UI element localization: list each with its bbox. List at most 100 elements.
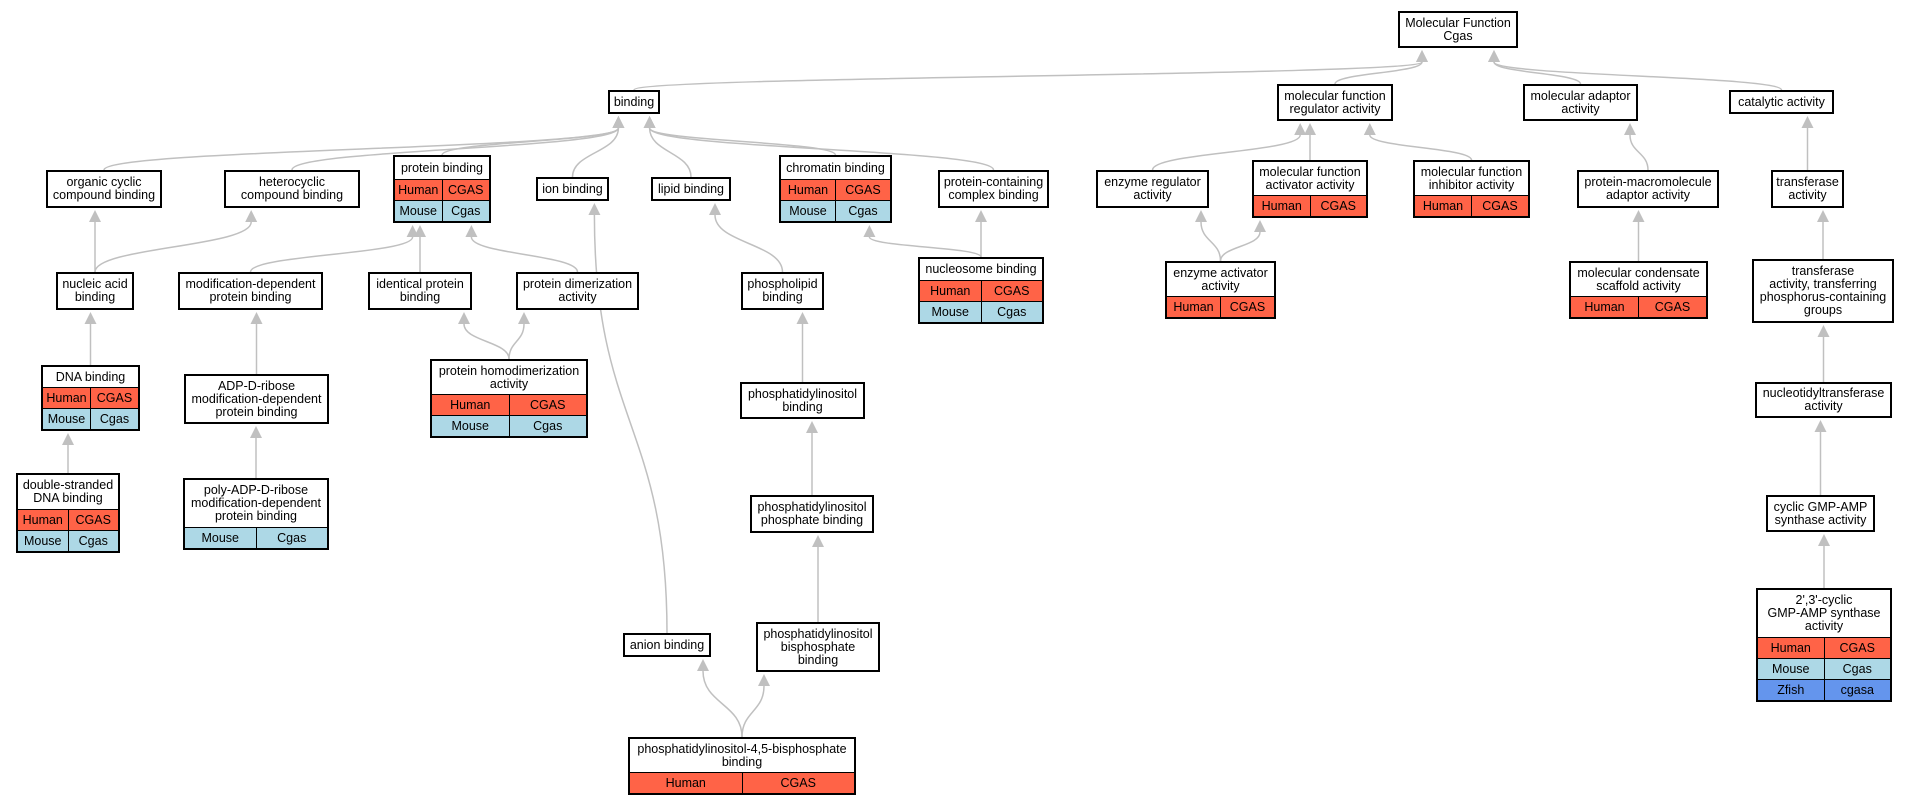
species-name: Mouse [789,204,827,218]
node-ptdinsP[interactable]: phosphatidylinositol phosphate binding [750,495,874,533]
node-anion[interactable]: anion binding [623,633,711,657]
node-label: anion binding [629,637,705,652]
node-cgamp[interactable]: cyclic GMP-AMP synthase activity [1766,495,1875,532]
species-name: Mouse [47,412,86,426]
arrowhead-icon [643,116,656,128]
node-transferase[interactable]: transferase activity [1771,170,1844,208]
node-label: molecular adaptor activity [1530,88,1631,116]
node-hetero[interactable]: heterocyclic compound binding [224,170,360,208]
gene-symbol: CGAS [90,388,138,408]
node-mf[interactable]: Molecular Function Cgas [1398,11,1518,48]
node-phospholipid[interactable]: phospholipid binding [741,272,824,310]
gene-symbol: CGAS [441,180,490,200]
arrowhead-icon [250,312,263,324]
node-label: molecular function activator activity [1259,164,1361,192]
edge-pip2-to-ptdinsP2 [741,685,765,738]
node-label: catalytic activity [1738,94,1825,109]
node-nucleic[interactable]: nucleic acid binding [56,272,134,310]
arrowhead-icon [245,210,258,222]
node-protmacro[interactable]: protein-macromolecule adaptor activity [1577,170,1719,208]
node-label: molecular function regulator activity [1284,88,1386,116]
edge-protein-to-binding [441,127,620,156]
arrowhead-icon [612,116,625,128]
gene-symbol: Cgas [67,531,119,551]
gene-symbol: CGAS [980,281,1043,301]
node-identical[interactable]: identical protein binding [368,272,472,310]
node-label: phosphatidylinositol bisphosphate bindin… [763,626,873,667]
arrowhead-icon [709,203,721,215]
species-name: Human [46,391,87,405]
node-ion[interactable]: ion binding [536,177,609,201]
node-mfreg[interactable]: molecular function regulator activity [1277,84,1393,121]
species-name: Mouse [931,305,970,319]
node-adaptor[interactable]: molecular adaptor activity [1523,84,1638,121]
arrowhead-icon [458,312,470,324]
edge-moddep-to-protein [249,236,414,273]
species-name: Mouse [201,531,240,545]
edge-nucleic-to-hetero [94,221,252,273]
node-catalytic[interactable]: catalytic activity [1729,90,1834,114]
node-label: phosphatidylinositol binding [747,386,858,414]
edge-chromatin-to-binding [648,127,837,156]
edge-nucleosome-to-chromatin [868,236,982,258]
node-moddep[interactable]: modification-dependent protein binding [178,272,323,310]
node-dimer[interactable]: protein dimerization activity [516,272,639,310]
node-label: protein binding [400,160,483,175]
arrowhead-icon [89,210,101,222]
arrowhead-icon [1814,420,1827,432]
node-ptdins[interactable]: phosphatidylinositol binding [740,382,865,419]
node-lipid[interactable]: lipid binding [651,177,731,201]
node-label: ADP-D-ribose modification-dependent prot… [191,378,322,419]
arrowhead-icon [1632,210,1645,222]
arrowhead-icon [1294,123,1307,135]
species-name: Mouse [399,204,438,218]
species-name: Human [1584,300,1625,314]
node-label: protein homodimerization activity [438,363,580,391]
node-binding[interactable]: binding [608,90,660,114]
node-label: nucleosome binding [925,262,1037,276]
species-name: Mouse [23,534,62,548]
gene-symbol: CGAS [1309,196,1367,216]
arrowhead-icon [414,225,426,237]
node-transP[interactable]: transferase activity, transferring phosp… [1752,259,1894,323]
node-label: 2',3'-cyclic GMP-AMP synthase activity [1767,593,1881,633]
arrowhead-icon [1624,123,1636,135]
arrowhead-icon [465,225,478,237]
node-polyadpr[interactable]: poly-ADP-D-ribose modification-dependent… [183,478,329,550]
node-label: nucleotidyltransferase activity [1762,386,1885,413]
node-pip2[interactable]: phosphatidylinositol-4,5-bisphosphate bi… [628,737,856,795]
node-enzreg[interactable]: enzyme regulator activity [1096,170,1209,208]
gene-symbol: CGAS [1823,638,1891,658]
gene-symbol: CGAS [508,395,587,415]
arrowhead-icon [1818,534,1830,546]
gene-symbol: CGAS [1220,297,1274,317]
node-nucleotidyl[interactable]: nucleotidyltransferase activity [1755,382,1892,418]
edge-mfreg-to-mf [1334,61,1423,85]
edge-enzact-to-enzreg [1200,221,1222,262]
node-ptdinsP2[interactable]: phosphatidylinositol bisphosphate bindin… [756,622,880,672]
node-adpr[interactable]: ADP-D-ribose modification-dependent prot… [184,374,329,424]
node-label: organic cyclic compound binding [52,175,156,202]
arrowhead-icon [697,659,709,671]
arrowhead-icon [758,674,770,686]
node-complex[interactable]: protein-containing complex binding [938,170,1049,208]
gene-symbol: CGAS [835,180,890,200]
node-organic[interactable]: organic cyclic compound binding [46,170,162,208]
